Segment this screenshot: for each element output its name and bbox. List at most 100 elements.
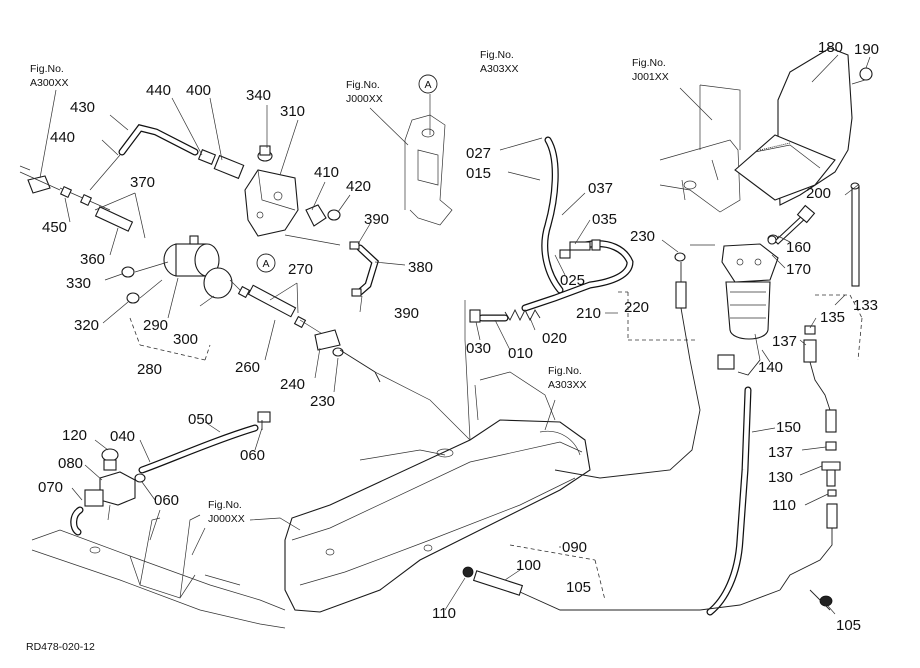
part-label: 330: [66, 275, 91, 292]
part-label: 030: [466, 340, 491, 357]
fig-ref-a303xx-top: Fig.No. A303XX: [480, 49, 519, 75]
part-label: 160: [786, 239, 811, 256]
cover-plate-180: [734, 47, 873, 287]
part-label: 133: [853, 297, 878, 314]
part-label: 200: [806, 185, 831, 202]
part-label: 080: [58, 455, 83, 472]
part-label: 135: [820, 309, 845, 326]
part-label: 370: [130, 174, 155, 191]
part-label: 230: [630, 228, 655, 245]
part-label: 180: [818, 39, 843, 56]
part-label: 100: [516, 557, 541, 574]
part-label: 440: [146, 82, 171, 99]
part-label: 035: [592, 211, 617, 228]
lower-pipe-assembly: [462, 544, 700, 611]
return-line-assembly: [70, 411, 271, 541]
part-label: 137: [772, 333, 797, 350]
part-label: 430: [70, 99, 95, 116]
svg-text:Fig.No.: Fig.No.: [208, 499, 242, 511]
pipe-260: [237, 282, 471, 441]
fig-ref-a303xx-bottom: Fig.No. A303XX: [548, 365, 587, 391]
spring-guard: [504, 308, 541, 322]
part-label: 050: [188, 411, 213, 428]
fuel-pump-assembly: [121, 235, 241, 361]
part-label: 410: [314, 164, 339, 181]
view-marker-a-bottom-text: A: [262, 258, 269, 270]
svg-text:J000XX: J000XX: [208, 513, 245, 525]
part-label: 170: [786, 261, 811, 278]
drawing-code: RD478-020-12: [26, 641, 95, 653]
part-label: 230: [310, 393, 335, 410]
part-label: 310: [280, 103, 305, 120]
part-label: 420: [346, 178, 371, 195]
part-label: 020: [542, 330, 567, 347]
part-label: 010: [508, 345, 533, 362]
part-label: 340: [246, 87, 271, 104]
svg-text:Fig.No.: Fig.No.: [632, 57, 666, 69]
fuel-filter-assembly: [706, 204, 816, 616]
part-label: 060: [154, 492, 179, 509]
fig-ref-j000xx-top: Fig.No. J000XX: [346, 79, 383, 105]
svg-text:A303XX: A303XX: [480, 63, 519, 75]
fuel-tank: [284, 371, 591, 613]
fig-ref-j000xx-bottom: Fig.No. J000XX: [208, 499, 245, 525]
hose-220: [554, 244, 715, 479]
svg-text:Fig.No.: Fig.No.: [480, 49, 514, 61]
part-label: 130: [768, 469, 793, 486]
view-marker-a-top: A: [418, 74, 438, 94]
part-label: 015: [466, 165, 491, 182]
main-fuel-hoses: [464, 136, 634, 441]
part-label: 380: [408, 259, 433, 276]
chassis-frame: [31, 514, 301, 629]
part-label: 400: [186, 82, 211, 99]
part-label: 210: [576, 305, 601, 322]
part-label: 270: [288, 261, 313, 278]
svg-text:J000XX: J000XX: [346, 93, 383, 105]
fig-ref-j001xx: Fig.No. J001XX: [632, 57, 669, 83]
fig-ref-a300xx: Fig.No. A300XX: [30, 63, 69, 89]
part-label: 220: [624, 299, 649, 316]
part-label: 090: [562, 539, 587, 556]
part-label: 110: [432, 605, 456, 622]
part-label: 120: [62, 427, 87, 444]
part-label: 280: [137, 361, 162, 378]
view-marker-a-top-text: A: [424, 79, 431, 91]
svg-text:Fig.No.: Fig.No.: [30, 63, 64, 75]
part-label: 140: [758, 359, 783, 376]
part-label: 070: [38, 479, 63, 496]
filter-bracket: [659, 84, 741, 213]
part-label: 390: [394, 305, 419, 322]
part-label: 110: [772, 497, 796, 514]
part-label: 440: [50, 129, 75, 146]
upper-left-fuel-line: [19, 124, 379, 297]
part-label: 105: [566, 579, 591, 596]
part-label: 025: [560, 272, 585, 289]
part-label: 027: [466, 145, 491, 162]
svg-text:A300XX: A300XX: [30, 77, 69, 89]
view-marker-a-bottom: A: [256, 253, 276, 273]
part-label: 037: [588, 180, 613, 197]
part-label: 150: [776, 419, 801, 436]
part-label: 137: [768, 444, 793, 461]
part-label: 060: [240, 447, 265, 464]
part-label: 390: [364, 211, 389, 228]
part-labels: 180 190 340 440 400 310 430 440 370 410 …: [38, 39, 879, 634]
part-label: 105: [836, 617, 861, 634]
svg-text:J001XX: J001XX: [632, 71, 669, 83]
svg-text:Fig.No.: Fig.No.: [346, 79, 380, 91]
part-label: 450: [42, 219, 67, 236]
leader-lines: [39, 54, 871, 615]
engine-mount-bracket: [404, 94, 453, 226]
part-label: 240: [280, 376, 305, 393]
part-label: 260: [235, 359, 260, 376]
right-fuel-line: [699, 294, 863, 611]
svg-text:Fig.No.: Fig.No.: [548, 365, 582, 377]
part-label: 190: [854, 41, 879, 58]
part-label: 360: [80, 251, 105, 268]
part-label: 290: [143, 317, 168, 334]
part-label: 040: [110, 428, 135, 445]
part-label: 320: [74, 317, 99, 334]
svg-text:A303XX: A303XX: [548, 379, 587, 391]
